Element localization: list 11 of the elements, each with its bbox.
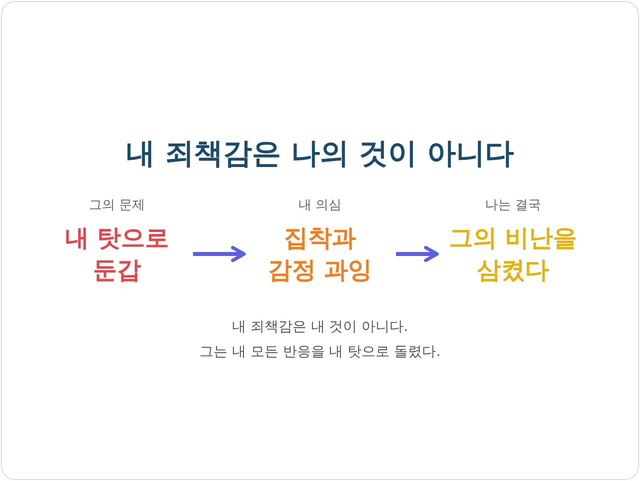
diagram-title: 내 죄책감은 나의 것이 아니다 — [124, 135, 516, 172]
node-heading: 나는 결국 — [484, 197, 542, 214]
note-text: 그는 내 모든 반응을 내 탓으로 돌렸다. — [198, 343, 442, 361]
node-heading: 내 의심 — [297, 197, 343, 214]
node-heading: 그의 문제 — [88, 197, 146, 214]
node-text: 그의 비난을 삼켰다 — [448, 223, 578, 286]
arrow — [396, 246, 439, 262]
node-text: 내 탓으로 둔갑 — [64, 223, 170, 286]
node-text: 집착과 감정 과잉 — [266, 223, 374, 286]
note-text: 내 죄책감은 내 것이 아니다. — [230, 318, 410, 336]
arrow — [193, 246, 246, 262]
